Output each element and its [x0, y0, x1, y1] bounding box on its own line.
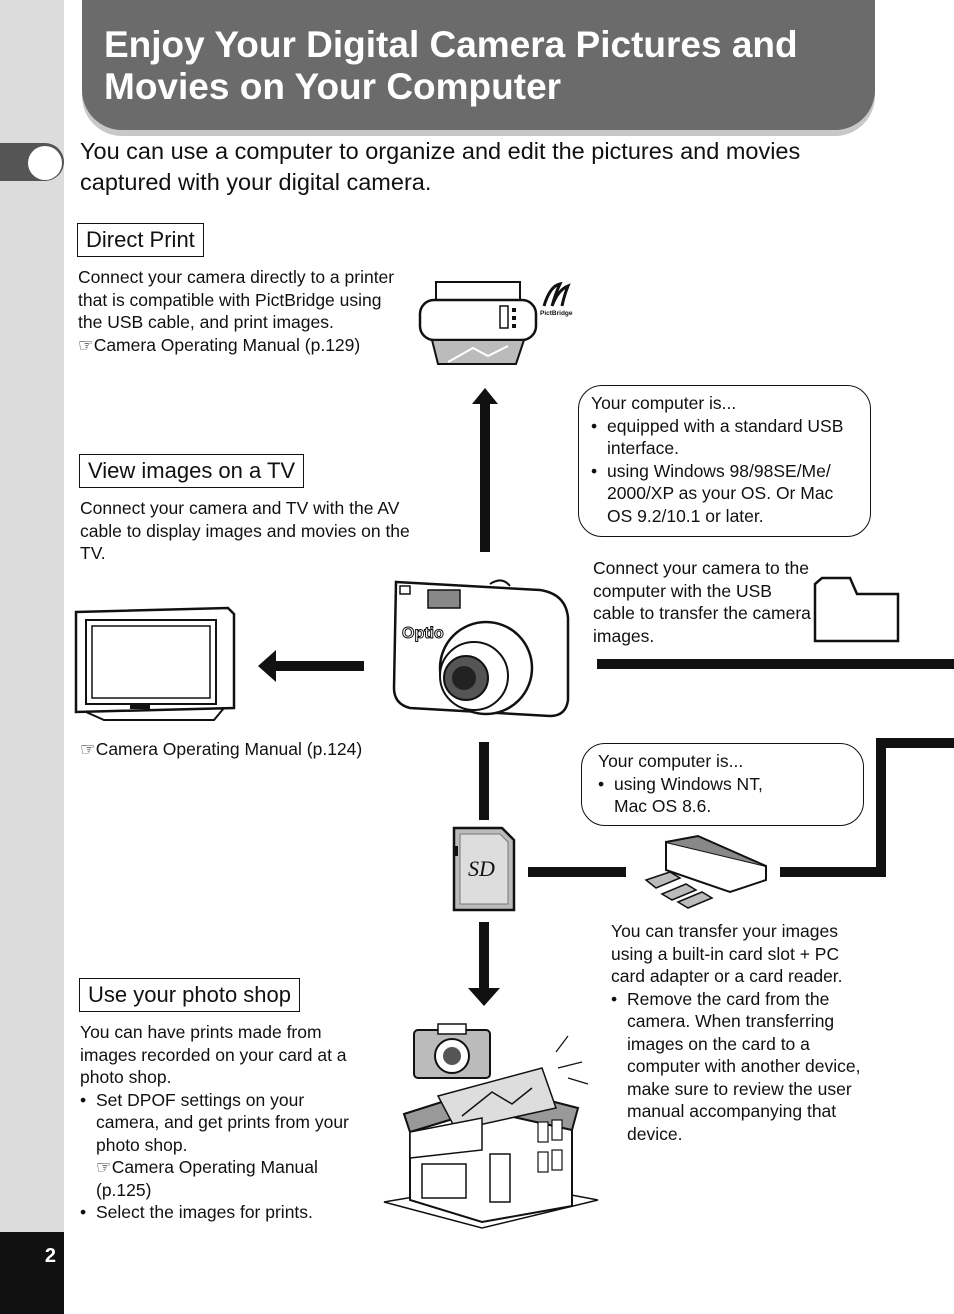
reader-to-computer-line	[780, 867, 885, 877]
pictbridge-logo-icon: PictBridge	[540, 281, 573, 317]
nt-requirements-box: Your computer is... •using Windows NT, M…	[581, 743, 864, 826]
photo-shop-ref: ☞Camera Operating Manual (p.125)	[96, 1157, 318, 1200]
card-reader-icon	[644, 834, 767, 909]
title-line-1: Enjoy Your Digital Camera Pictures and	[104, 24, 798, 65]
nt-box-bullet: •using Windows NT, Mac OS 8.6.	[598, 773, 763, 817]
camera-icon: Optio	[392, 579, 570, 718]
camera-brand-text: Optio	[402, 625, 444, 642]
sd-card-label: SD	[468, 856, 495, 881]
photo-shop-label: Use your photo shop	[79, 978, 301, 1012]
card-reader-description: You can transfer your images using a bui…	[611, 921, 843, 986]
sd-card-icon: SD	[452, 826, 516, 912]
computer-icon	[813, 576, 900, 643]
direct-print-label: Direct Print	[77, 223, 204, 257]
direct-print-description: Connect your camera directly to a printe…	[78, 267, 395, 332]
page-title: Enjoy Your Digital Camera Pictures and M…	[104, 24, 864, 108]
sd-to-reader-line	[528, 867, 626, 877]
usb-connect-text: Connect your camera to the computer with…	[593, 558, 811, 646]
photo-shop-bullet: •Select the images for prints.	[80, 1202, 313, 1222]
printer-icon	[418, 281, 538, 365]
up-arrow	[472, 388, 498, 552]
tv-icon	[74, 606, 236, 721]
photo-shop-text: You can have prints made from images rec…	[80, 1021, 365, 1224]
down-arrow	[468, 922, 500, 1006]
reader-elbow-horizontal	[876, 738, 954, 748]
left-arrow	[258, 650, 364, 682]
pictbridge-logo-text: PictBridge	[540, 310, 573, 317]
reader-elbow-vertical	[876, 738, 886, 877]
usb-requirements-box: Your computer is... •equipped with a sta…	[578, 385, 871, 537]
photo-shop-bullet: • Set DPOF settings on your camera, and …	[80, 1089, 349, 1200]
direct-print-text: Connect your camera directly to a printe…	[78, 266, 408, 356]
page-sidebar	[0, 0, 64, 1314]
title-banner	[82, 0, 875, 130]
photo-shop-description: You can have prints made from images rec…	[80, 1022, 347, 1087]
chapter-tab-dot	[28, 146, 62, 180]
intro-text: You can use a computer to organize and e…	[80, 138, 801, 195]
tv-text: Connect your camera and TV with the AV c…	[80, 498, 410, 563]
camera-to-sd-line	[479, 742, 489, 820]
tv-label: View images on a TV	[79, 454, 305, 488]
nt-box-heading: Your computer is...	[598, 751, 744, 771]
card-reader-bullet: •Remove the card from the camera. When t…	[611, 988, 861, 1144]
direct-print-ref: ☞Camera Operating Manual (p.129)	[78, 334, 361, 355]
tv-ref: ☞Camera Operating Manual (p.124)	[80, 739, 363, 759]
photo-shop-icon	[383, 1023, 599, 1229]
usb-box-bullet: •using Windows 98/98SE/Me/ 2000/XP as yo…	[591, 460, 834, 526]
title-line-2: Movies on Your Computer	[104, 66, 562, 107]
usb-box-heading: Your computer is...	[591, 393, 737, 413]
usb-box-bullet: •equipped with a standard USB interface.	[591, 415, 844, 459]
card-reader-text: You can transfer your images using a bui…	[611, 920, 861, 1145]
page-number: 2	[44, 1245, 56, 1267]
usb-connection-line	[597, 659, 954, 669]
page-number-box	[0, 1232, 64, 1314]
